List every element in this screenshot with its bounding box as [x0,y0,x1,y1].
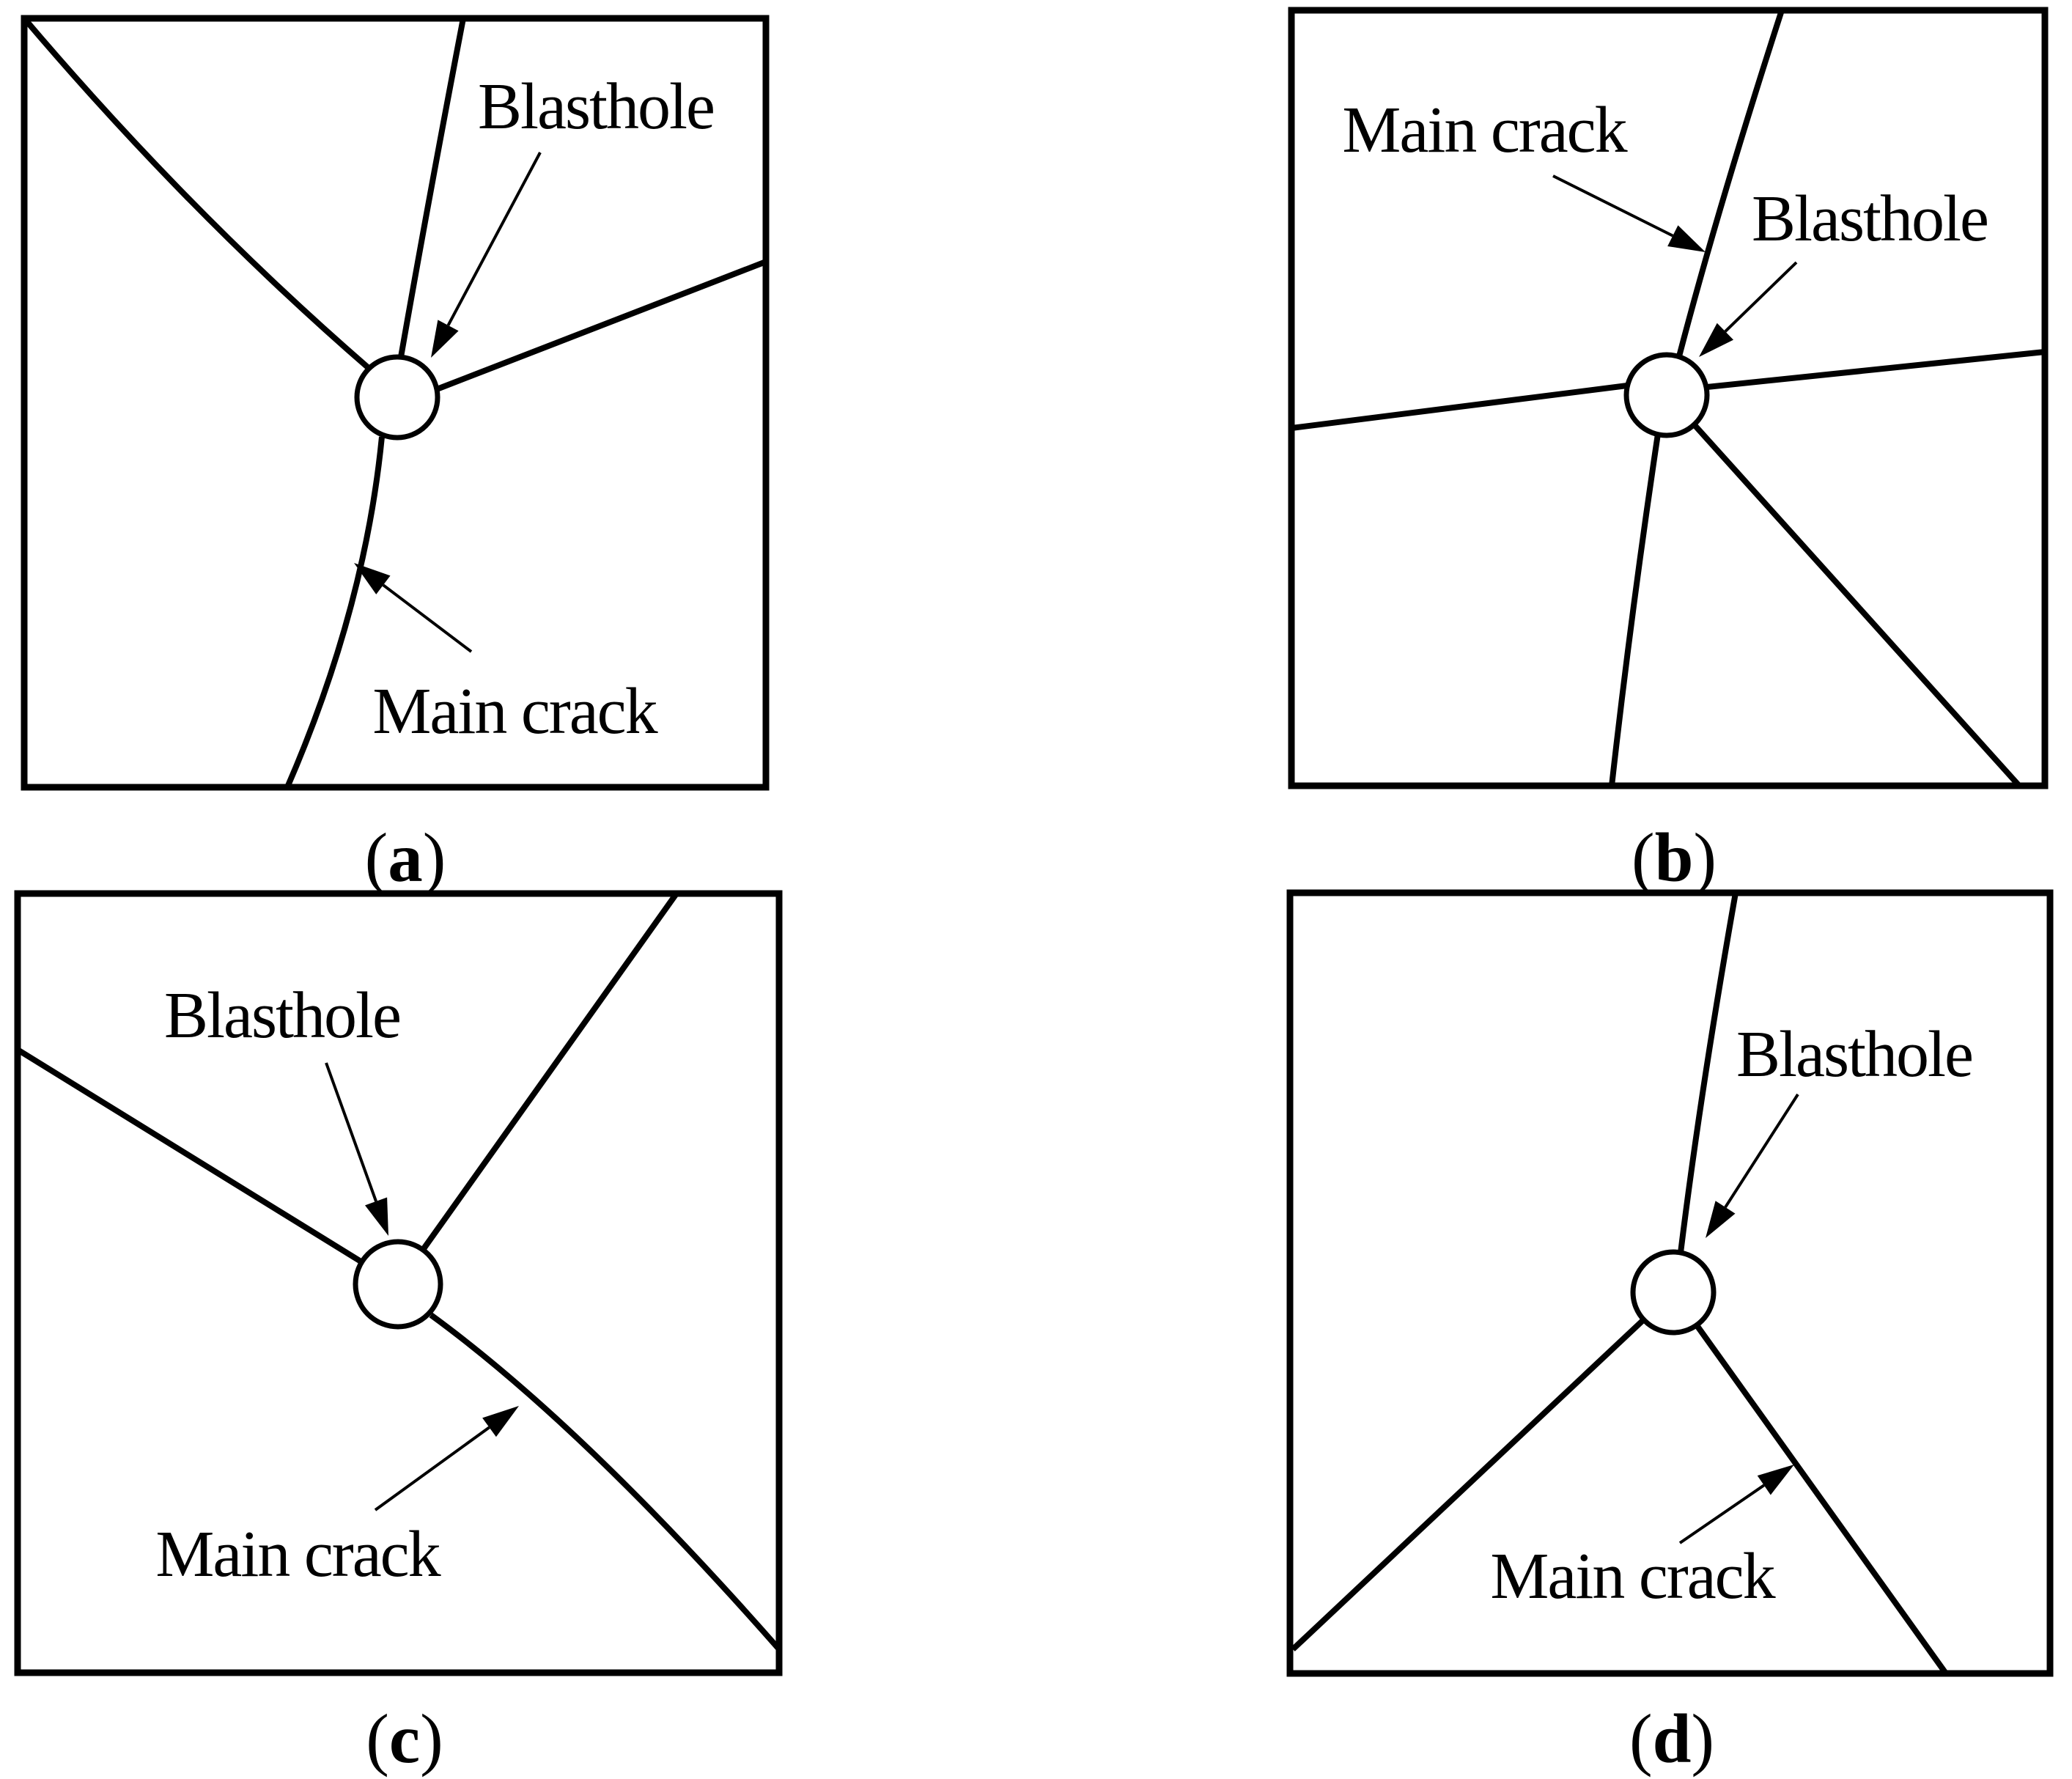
blasthole-arrow-shaft-c [325,1062,377,1202]
specimen-boundary-c [14,890,783,1676]
crack-line-c-2 [420,891,679,1252]
crack-line-a-3 [284,436,385,789]
main-crack-arrowhead-icon-a [354,563,391,594]
blasthole-arrow-shaft-b [1724,261,1798,333]
panel-caption-b: (b) [1632,819,1717,896]
crack-line-b-4 [1706,349,2046,390]
main-crack-arrowhead-icon-b [1667,225,1706,252]
main-crack-label-a: Main crack [372,675,657,748]
main-crack-label-b: Main crack [1342,94,1627,166]
crack-line-b-3 [1291,383,1628,431]
crack-line-a-1 [21,16,372,372]
crack-line-b-2 [1609,433,1661,787]
crack-line-d-2 [1291,1317,1646,1651]
blasthole-circle-d [1630,1249,1717,1336]
blasthole-label-c: Blasthole [164,979,400,1052]
crack-line-d-1 [1678,892,1739,1253]
specimen-boundary-a [21,15,770,791]
specimen-boundary-d [1286,889,2054,1677]
crack-line-d-3 [1694,1323,1949,1676]
panel-caption-a: (a) [365,819,446,896]
main-crack-arrow-shaft-b [1552,174,1674,237]
blasthole-arrowhead-icon-d [1706,1201,1736,1238]
main-crack-label-d: Main crack [1490,1540,1775,1613]
crack-line-a-4 [435,259,767,392]
blasthole-label-b: Blasthole [1752,183,1988,255]
crack-line-b-5 [1693,424,2021,788]
crack-line-c-3 [429,1312,782,1651]
blasthole-circle-b [1623,352,1710,438]
main-crack-label-c: Main crack [155,1518,440,1591]
crack-line-a-2 [398,18,466,358]
crack-line-c-1 [15,1047,364,1265]
blasthole-circle-c [353,1239,443,1330]
blasthole-circle-a [354,354,440,441]
blasthole-arrow-shaft-d [1724,1093,1799,1209]
blasthole-arrowhead-icon-b [1699,323,1734,357]
blasthole-arrowhead-icon-a [431,320,459,358]
panel-caption-d: (d) [1629,1700,1714,1778]
main-crack-arrow-shaft-d [1678,1484,1765,1544]
panel-caption-c: (c) [366,1700,443,1778]
main-crack-arrowhead-icon-d [1757,1465,1794,1495]
blasthole-arrow-shaft-a [446,152,542,326]
main-crack-arrow-shaft-a [382,583,473,653]
blasthole-arrowhead-icon-c [365,1197,388,1236]
main-crack-arrowhead-icon-c [482,1406,519,1437]
blasthole-label-a: Blasthole [478,70,714,143]
specimen-boundary-b [1288,7,2049,789]
crack-line-b-1 [1676,9,1785,358]
main-crack-arrow-shaft-c [374,1426,490,1511]
blasthole-label-d: Blasthole [1736,1018,1972,1091]
